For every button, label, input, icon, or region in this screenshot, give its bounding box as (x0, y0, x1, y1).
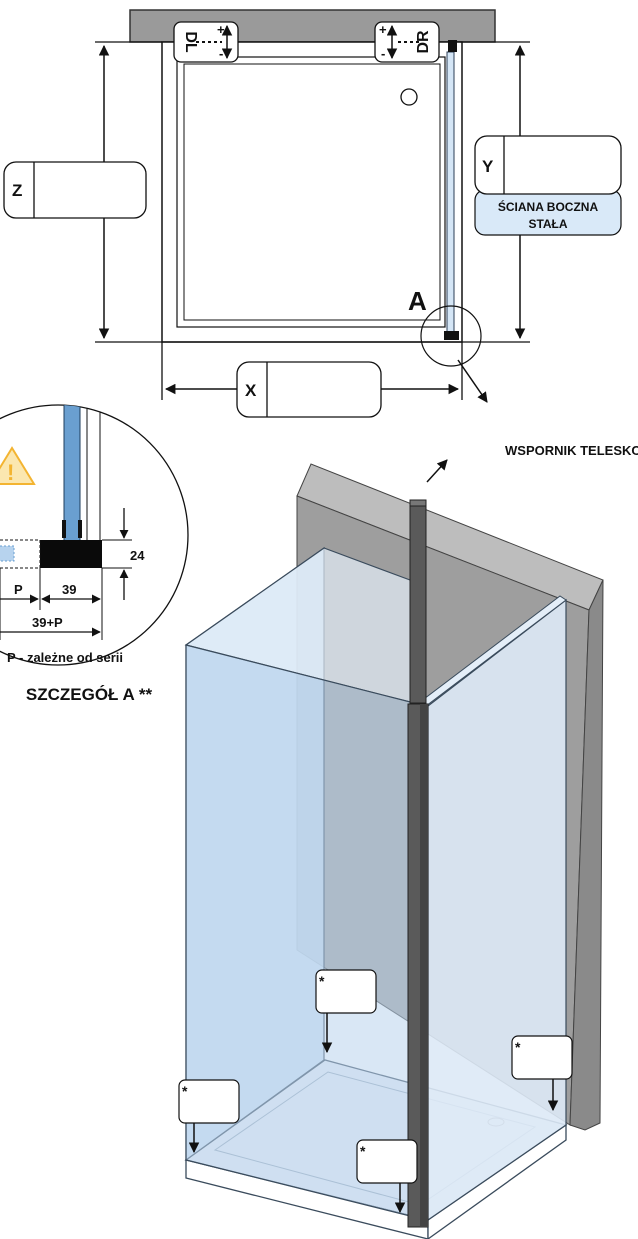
dim-39: 39 (62, 582, 76, 597)
height-box-3-mark: * (182, 1083, 188, 1099)
series-note: P - zależne od serii (7, 650, 123, 665)
height-box-1-mark: * (319, 973, 325, 989)
dim-z-label: Z (12, 181, 22, 200)
profile-bottom (444, 331, 459, 340)
detail-title: SZCZEGÓŁ A ** (26, 685, 153, 704)
dim-x-label: X (245, 381, 257, 400)
dim-x-box[interactable]: X (236, 361, 382, 418)
height-box-2[interactable]: * (511, 1035, 573, 1112)
dim-y-box[interactable]: Y ŚCIANA BOCZNA STAŁA (474, 135, 622, 236)
height-box-1[interactable]: * (315, 969, 377, 1054)
svg-text:-: - (381, 46, 385, 61)
dim-p: P (14, 582, 23, 597)
dim-z-box[interactable]: Z (3, 161, 147, 219)
corner-dr-text: DR (415, 30, 432, 54)
tray-rim (176, 56, 446, 328)
dim-y-label: Y (482, 157, 494, 176)
corner-label-dr: + - DR (374, 21, 440, 63)
detail-marker: A (408, 286, 427, 316)
side-panel-strip (446, 51, 455, 333)
bracket-label: WSPORNIK TELESKOPOWY (505, 443, 638, 458)
height-box-4-mark: * (360, 1143, 366, 1159)
svg-text:+: + (217, 22, 225, 37)
height-box-4[interactable]: * (356, 1139, 418, 1214)
height-box-2-mark: * (515, 1039, 521, 1055)
side-wall-line1: ŚCIANA BOCZNA (498, 199, 599, 214)
side-wall-line2: STAŁA (528, 217, 567, 231)
height-box-3[interactable]: * (178, 1079, 240, 1154)
drain-icon (400, 88, 418, 106)
svg-text:-: - (219, 46, 223, 61)
corner-label-dl: DL + - (173, 21, 239, 63)
plan-view: DL + - + - DR Z (3, 9, 622, 418)
side-glass (427, 598, 567, 1222)
telescopic-bracket (409, 502, 427, 704)
profile-top (448, 40, 457, 52)
warning-glyph: ! (7, 460, 14, 485)
corner-dl-text: DL (182, 31, 199, 53)
warning-icon (0, 446, 36, 485)
detail-circle (420, 305, 482, 367)
dim-24: 24 (130, 548, 145, 563)
tray-inner (183, 63, 441, 321)
cabin-3d: WSPORNIK TELESKOPOWY * (178, 443, 638, 1239)
detail-a: ! 24 P 39 39+P P - zależne od serii SZCZ… (0, 404, 189, 704)
svg-text:+: + (379, 22, 387, 37)
dim-39p: 39+P (32, 615, 63, 630)
front-glass (185, 644, 427, 1221)
